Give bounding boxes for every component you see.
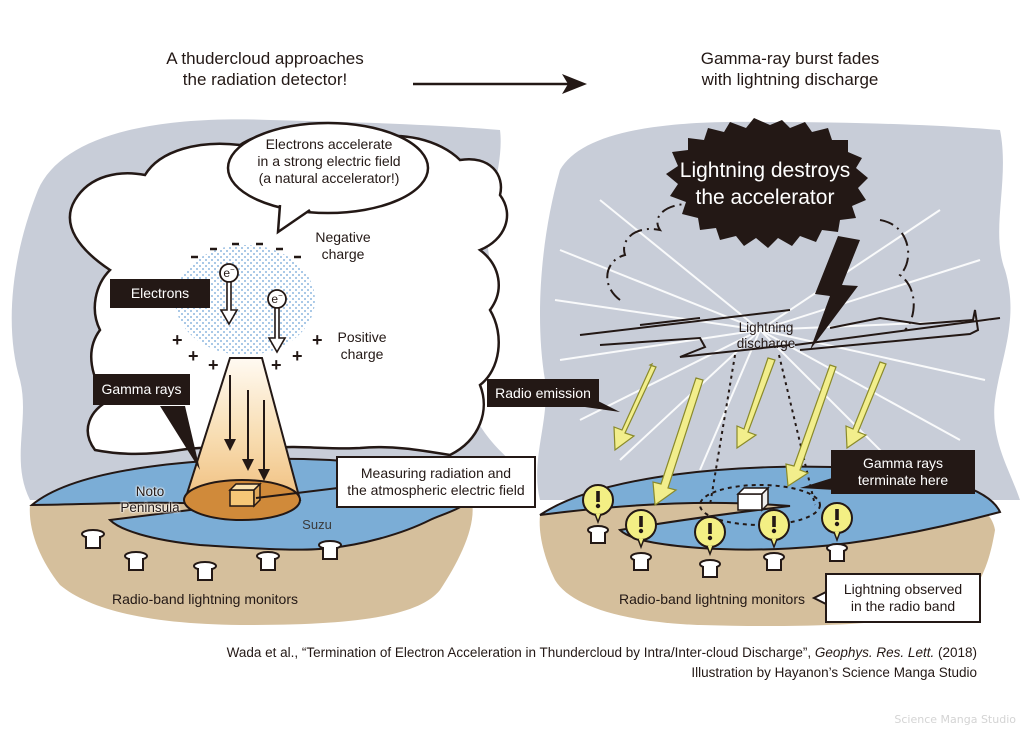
label-line: Positive [337,329,387,345]
right-heading-line-1: Gamma-ray burst fades [700,49,880,68]
label-line: charge [321,246,365,263]
burst-rays [554,199,991,471]
negative-charges [191,242,301,259]
suzu-label: Suzu [302,517,332,532]
right-monitors-label: Radio-band lightning monitors [619,591,805,607]
left-panel: + + + + + + [11,119,520,625]
citation: Wada et al., “Termination of Electron Ac… [227,645,977,660]
alert-monitor [625,509,657,571]
alert-monitor [758,509,790,571]
illustration-credit: Illustration by Hayanon’s Science Manga … [691,665,977,680]
svg-text:+: + [312,330,323,350]
lightning-bolt-icon [810,236,860,350]
citation-journal: Geophys. Res. Lett. [814,645,935,660]
label-line: charge [340,346,384,363]
electron-symbol-text: e [223,266,230,280]
monitor-icon [124,551,148,571]
monitor-icon [193,561,217,581]
svg-text:+: + [188,346,199,366]
right-heading: Gamma-ray burst fades with lightning dis… [670,49,910,90]
electron-2 [267,289,287,354]
positive-charge-label: Positive charge [328,329,396,363]
electron-1 [219,263,239,326]
speech-line: in a strong electric field [257,153,401,170]
terminate-label-pointer [800,478,835,490]
label-line: Gamma rays [862,455,944,472]
negative-charge-label: Negative charge [308,229,378,263]
watermark: Science Manga Studio [894,713,1016,726]
alert-monitor [694,516,726,578]
measuring-label: Measuring radiation and the atmospheric … [336,456,536,508]
lightning-discharge-label: Lightning discharge [728,320,804,353]
left-monitors-label: Radio-band lightning monitors [112,591,298,607]
lightning-discharge-lines [579,309,1001,358]
label-line: the atmospheric electric field [347,482,525,498]
speech-bubble-text: Electrons accelerate in a strong electri… [243,136,415,187]
left-heading-line-1: A thudercloud approaches [166,49,364,68]
burst-line: the accelerator [695,186,835,210]
electron-region [175,245,315,355]
label-line: Negative [315,229,371,245]
gamma-label-pointer [160,406,200,470]
label-line: in the radio band [850,598,956,614]
speech-line: Electrons accelerate [265,136,393,152]
svg-text:+: + [172,330,183,350]
noto-peninsula-label: Noto Peninsula [110,484,190,517]
measuring-pointer [255,487,339,499]
citation-text: Wada et al., “Termination of Electron Ac… [226,645,812,660]
label-line: Measuring radiation and [360,465,512,482]
label-line: Peninsula [120,500,180,516]
electron-symbol: e− [223,265,235,280]
radiation-detector-icon [736,486,770,512]
gamma-terminate-label: Gamma rays terminate here [831,450,975,494]
arrow-right-icon [413,74,587,94]
label-line: Lightning observed [843,581,963,598]
electron-symbol-text: e [271,292,278,306]
positive-charges: + + + + + + [172,330,323,375]
svg-text:+: + [292,346,303,366]
discharged-cloud-outline [606,203,915,331]
electrons-label: Electrons [110,279,210,308]
left-heading: A thudercloud approaches the radiation d… [150,49,380,90]
label-line: Noto [135,484,165,499]
label-line: terminate here [857,472,949,488]
right-heading-line-2: with lightning discharge [701,69,879,89]
radio-emission-label: Radio emission [487,379,599,407]
alert-monitor [582,484,614,544]
label-line: Lightning [738,320,794,335]
svg-text:+: + [208,355,219,375]
radio-emission-arrows [613,357,887,507]
left-heading-line-2: the radiation detector! [182,69,348,89]
monitor-icon [318,540,342,560]
lightning-observed-label: Lightning observed in the radio band [825,573,981,623]
speech-bubble [226,121,430,235]
electron-symbol: e− [271,291,283,306]
svg-text:+: + [271,355,282,375]
gamma-rays-label: Gamma rays [93,374,190,405]
lightning-monitors [81,529,342,581]
burst-bubble-text: Lightning destroys the accelerator [660,157,870,212]
label-line: discharge [736,336,796,352]
citation-year: (2018) [937,645,977,660]
monitor-icon [81,529,105,549]
burst-bubble [666,118,868,248]
burst-line: Lightning destroys [679,159,851,182]
alert-monitor [821,502,853,562]
speech-line: (a natural accelerator!) [258,170,400,187]
monitor-icon [256,551,280,571]
alert-monitors [582,484,853,578]
radiation-detector-icon [228,482,262,508]
